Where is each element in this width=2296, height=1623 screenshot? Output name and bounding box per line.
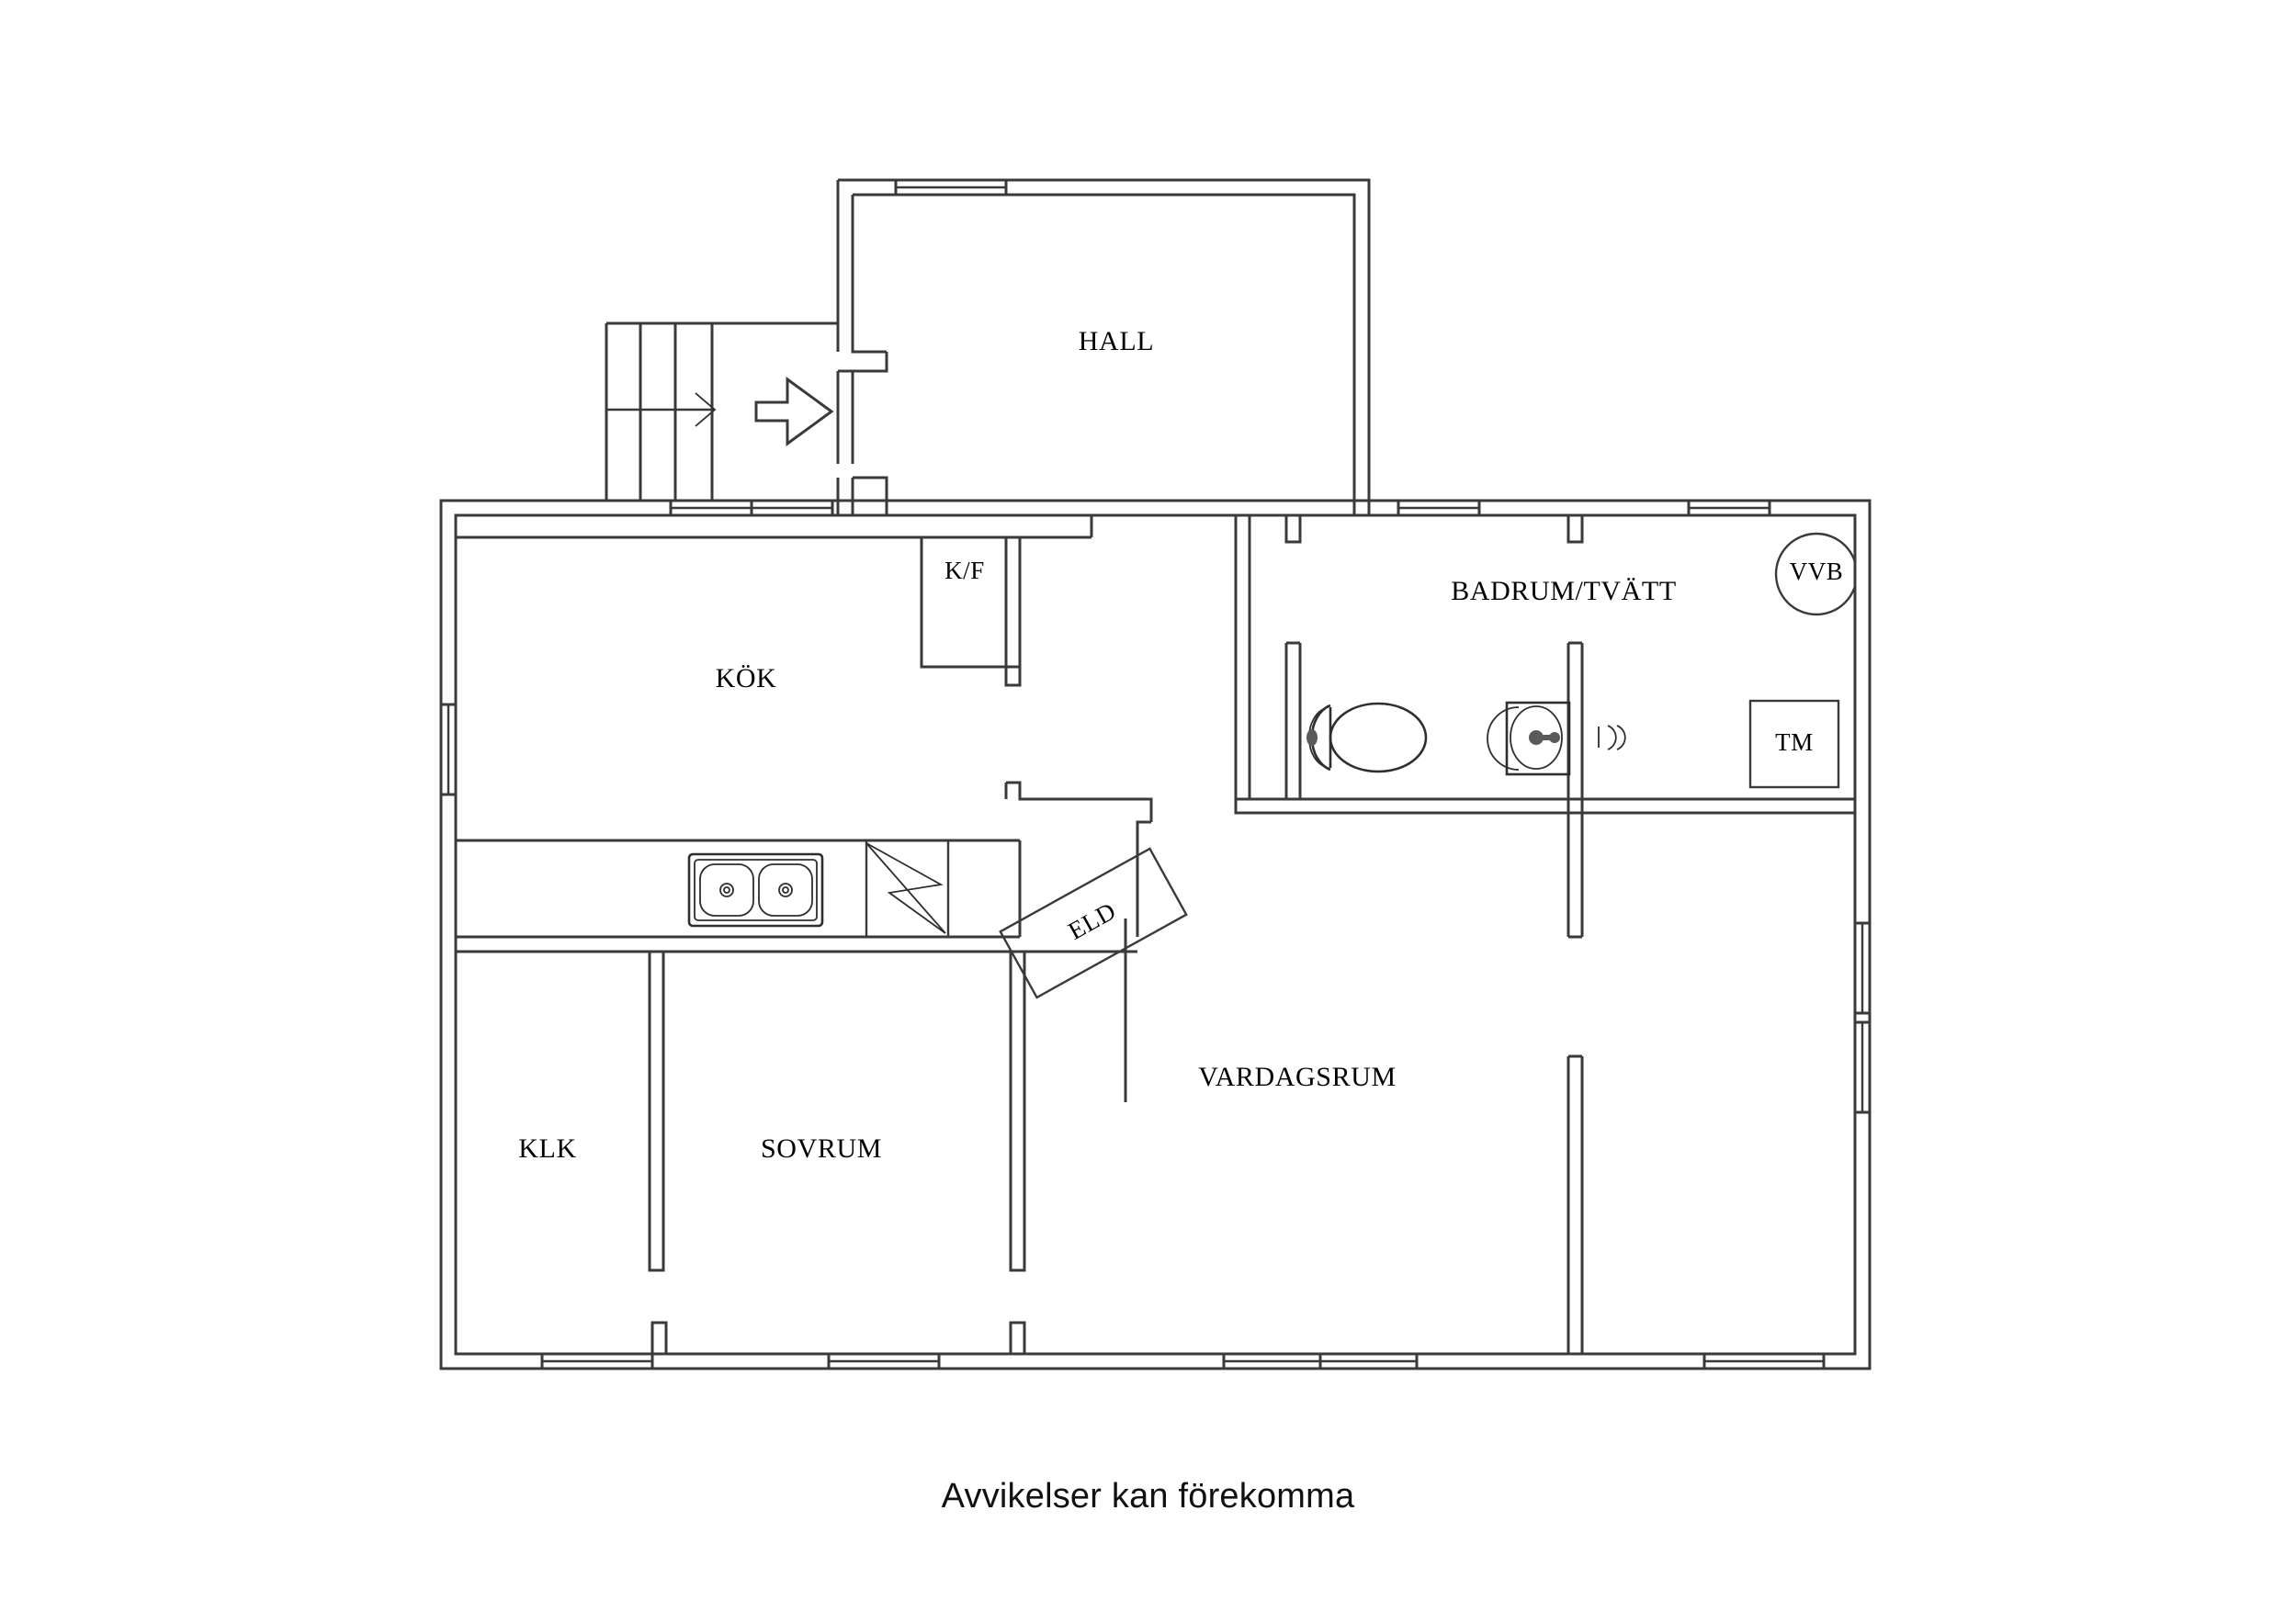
hall-walls — [836, 178, 1371, 514]
kitchen-sink-icon — [687, 852, 824, 928]
entry-arrow-icon — [754, 377, 834, 446]
room-label-tm: TM — [1775, 728, 1814, 756]
bottom-wall-windows — [540, 1352, 1826, 1370]
kitchen-walls — [456, 515, 1093, 687]
room-label-vardagsrum: VARDAGSRUM — [1198, 1062, 1397, 1092]
window-right-2 — [1853, 1020, 1872, 1114]
staircase-icon — [605, 323, 717, 501]
room-label-eld: ELD — [1064, 896, 1121, 945]
room-label-hall: HALL — [1079, 326, 1154, 356]
top-wall-stubs — [1284, 515, 1584, 544]
room-label-badrum-tvatt: BADRUM/TVÄTT — [1451, 576, 1677, 606]
bottom-wall-stubs — [650, 1321, 1026, 1354]
shower-mark-icon — [1598, 725, 1626, 750]
kitchen-corridor-jog — [1004, 781, 1153, 937]
window-left-kok — [439, 703, 458, 796]
window-kok-top-1 — [669, 499, 753, 517]
washbasin-icon — [1487, 701, 1571, 776]
room-labels: HALL KÖK K/F BADRUM/TVÄTT VVB TM ELD VAR… — [518, 326, 1843, 1164]
window-bad-top-2 — [1687, 499, 1771, 517]
bathroom-walls — [1234, 515, 1855, 1354]
window-hall-top — [894, 178, 1008, 197]
window-right-1 — [1853, 921, 1872, 1015]
washing-machine-tm-icon — [1748, 699, 1840, 789]
room-label-klk: KLK — [518, 1133, 576, 1164]
klk-sovrum-walls — [456, 950, 1137, 1272]
window-kok-top-2 — [750, 499, 834, 517]
fireplace-icon — [999, 847, 1188, 999]
toilet-icon — [1306, 702, 1428, 773]
window-bad-top-1 — [1397, 499, 1481, 517]
stove-icon — [865, 840, 950, 937]
room-label-vvb: VVB — [1790, 558, 1844, 585]
room-label-sovrum: SOVRUM — [761, 1133, 882, 1164]
disclaimer-caption: Avvikelser kan förekomma — [941, 1477, 1355, 1516]
water-heater-vvb-icon — [1774, 532, 1855, 616]
room-label-kok: KÖK — [716, 663, 777, 693]
room-label-kf: K/F — [944, 557, 985, 584]
building-outline — [439, 499, 1872, 1370]
